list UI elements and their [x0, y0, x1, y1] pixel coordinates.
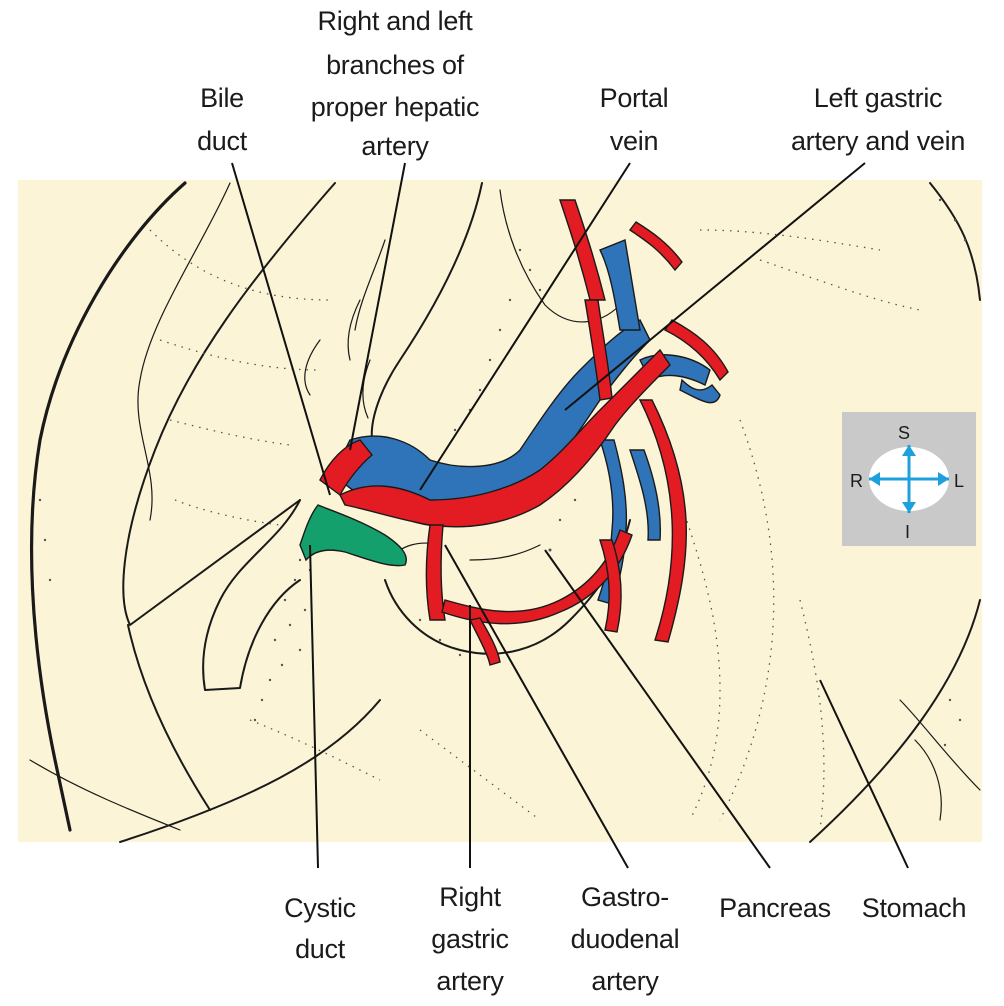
- svg-text:duodenal: duodenal: [571, 924, 680, 954]
- label-pancreas: Pancreas: [719, 893, 831, 923]
- svg-text:artery: artery: [591, 966, 659, 996]
- svg-text:Pancreas: Pancreas: [719, 893, 831, 923]
- svg-text:Right and left: Right and left: [318, 6, 474, 36]
- svg-text:Right: Right: [439, 882, 501, 912]
- svg-text:Gastro-: Gastro-: [581, 882, 669, 912]
- label-left-gastric: Left gastric artery and vein: [791, 83, 965, 156]
- svg-text:proper hepatic: proper hepatic: [311, 92, 479, 122]
- label-stomach: Stomach: [862, 893, 966, 923]
- label-right-left-branches: Right and left branches of proper hepati…: [311, 6, 479, 161]
- label-right-gastric: Right gastric artery: [431, 882, 508, 996]
- svg-text:Portal: Portal: [600, 83, 669, 113]
- svg-text:vein: vein: [610, 126, 658, 156]
- label-portal-vein: Portal vein: [600, 83, 669, 156]
- orientation-inferior: I: [905, 522, 910, 542]
- label-bile-duct: Bile duct: [197, 83, 248, 156]
- orientation-right: R: [850, 471, 863, 491]
- orientation-superior: S: [898, 423, 910, 443]
- svg-text:Cystic: Cystic: [284, 893, 356, 923]
- svg-text:branches of: branches of: [326, 50, 465, 80]
- svg-text:artery: artery: [361, 131, 429, 161]
- svg-text:Bile: Bile: [200, 83, 244, 113]
- svg-text:Stomach: Stomach: [862, 893, 966, 923]
- svg-text:artery: artery: [436, 966, 504, 996]
- label-gastroduodenal: Gastro- duodenal artery: [571, 882, 680, 996]
- svg-text:duct: duct: [295, 934, 346, 964]
- svg-text:gastric: gastric: [431, 924, 508, 954]
- svg-text:Left gastric: Left gastric: [814, 83, 942, 113]
- svg-text:duct: duct: [197, 126, 248, 156]
- svg-text:artery and vein: artery and vein: [791, 126, 965, 156]
- orientation-compass: S I R L: [842, 412, 976, 546]
- orientation-left: L: [954, 471, 964, 491]
- label-cystic-duct: Cystic duct: [284, 893, 356, 964]
